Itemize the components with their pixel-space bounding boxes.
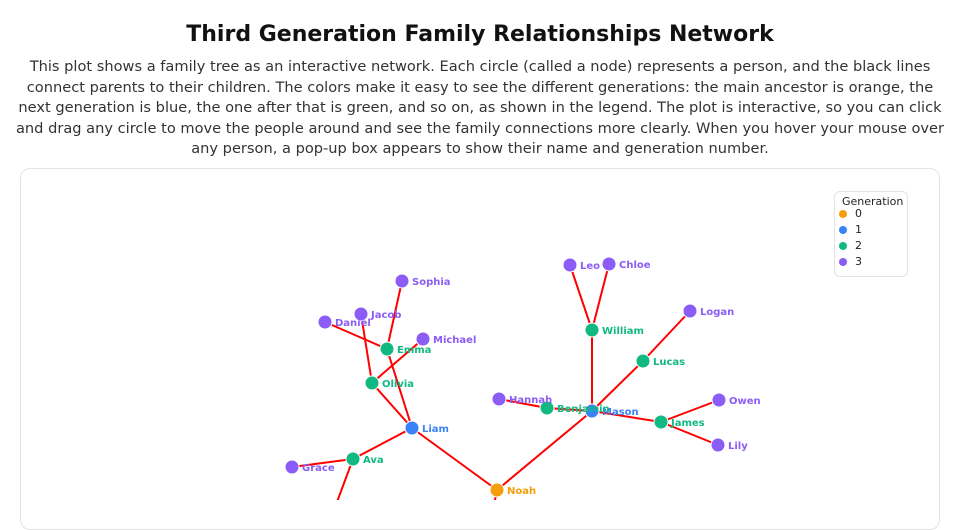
edge-william-leo (569, 264, 593, 331)
node-benjamin[interactable] (539, 400, 555, 416)
node-emma[interactable] (379, 341, 395, 357)
edge-mason-james (591, 410, 662, 423)
legend-dot-icon (839, 257, 847, 266)
node-label: Daniel (335, 318, 371, 329)
node-label: Benjamin (557, 404, 610, 415)
node-chloe[interactable] (601, 256, 617, 272)
node-grace[interactable] (284, 459, 300, 475)
node-label: Liam (422, 424, 449, 435)
edge-liam-emma (386, 348, 413, 429)
edge-lucas-logan (642, 310, 691, 362)
edge-william-chloe (591, 263, 610, 331)
node-label: Mason (602, 407, 639, 418)
node-james[interactable] (653, 414, 669, 430)
edge-benjamin-hannah (498, 398, 548, 409)
legend-item-0[interactable]: 0 (839, 207, 862, 220)
network-panel (20, 168, 940, 530)
node-label: Olivia (382, 379, 414, 390)
node-label: Chloe (619, 260, 651, 271)
node-michael[interactable] (415, 331, 431, 347)
node-label: Owen (729, 396, 761, 407)
node-owen[interactable] (711, 392, 727, 408)
node-william[interactable] (584, 322, 600, 338)
node-jacob[interactable] (353, 306, 369, 322)
node-hannah[interactable] (491, 391, 507, 407)
edge-james-owen (660, 399, 720, 423)
legend-item-1[interactable]: 1 (839, 223, 862, 236)
node-leo[interactable] (562, 257, 578, 273)
node-label: William (602, 326, 644, 337)
node-label: Leo (580, 261, 600, 272)
node-label: Grace (302, 463, 335, 474)
node-logan[interactable] (682, 303, 698, 319)
node-label: James (670, 418, 705, 429)
node-label: Michael (433, 335, 476, 346)
node-noah[interactable] (489, 482, 505, 498)
node-label: Logan (700, 307, 734, 318)
description: This plot shows a family tree as an inte… (15, 58, 945, 158)
edge-mason-lucas (591, 360, 644, 412)
legend: Generation 0 1 2 3 (834, 191, 908, 277)
edge-noah-liam (411, 427, 498, 491)
node-label: Emma (397, 345, 431, 356)
node-label: Sophia (412, 277, 451, 288)
node-ava[interactable] (345, 451, 361, 467)
legend-item-3[interactable]: 3 (839, 255, 862, 268)
node-label: Hannah (509, 395, 552, 406)
edge-liam-ava (352, 427, 413, 460)
edge (336, 458, 354, 500)
node-label: Lily (728, 441, 748, 452)
node-lily[interactable] (710, 437, 726, 453)
edge-olivia-michael (371, 338, 424, 384)
node-mason[interactable] (584, 403, 600, 419)
node-lucas[interactable] (635, 353, 651, 369)
edge-mason-benjamin (546, 407, 593, 412)
node-liam[interactable] (404, 420, 420, 436)
node-sophia[interactable] (394, 273, 410, 289)
node-label: Noah (507, 486, 536, 497)
edge-olivia-jacob (360, 313, 373, 384)
node-olivia[interactable] (364, 375, 380, 391)
edge-ava-grace (291, 458, 354, 468)
node-label: Lucas (653, 357, 685, 368)
legend-dot-icon (839, 225, 847, 234)
node-label: Jacob (370, 310, 401, 321)
edge-james-lily (660, 421, 719, 446)
edge-liam-olivia (371, 382, 413, 429)
node-daniel[interactable] (317, 314, 333, 330)
page-title: Third Generation Family Relationships Ne… (186, 22, 774, 47)
edge-emma-sophia (386, 280, 403, 350)
edge-noah-mason (496, 410, 593, 491)
legend-dot-icon (839, 241, 847, 250)
node-label: Ava (363, 455, 384, 466)
edge-emma-daniel (324, 321, 388, 350)
legend-title: Generation (842, 195, 904, 208)
legend-dot-icon (839, 209, 847, 218)
legend-item-2[interactable]: 2 (839, 239, 862, 252)
